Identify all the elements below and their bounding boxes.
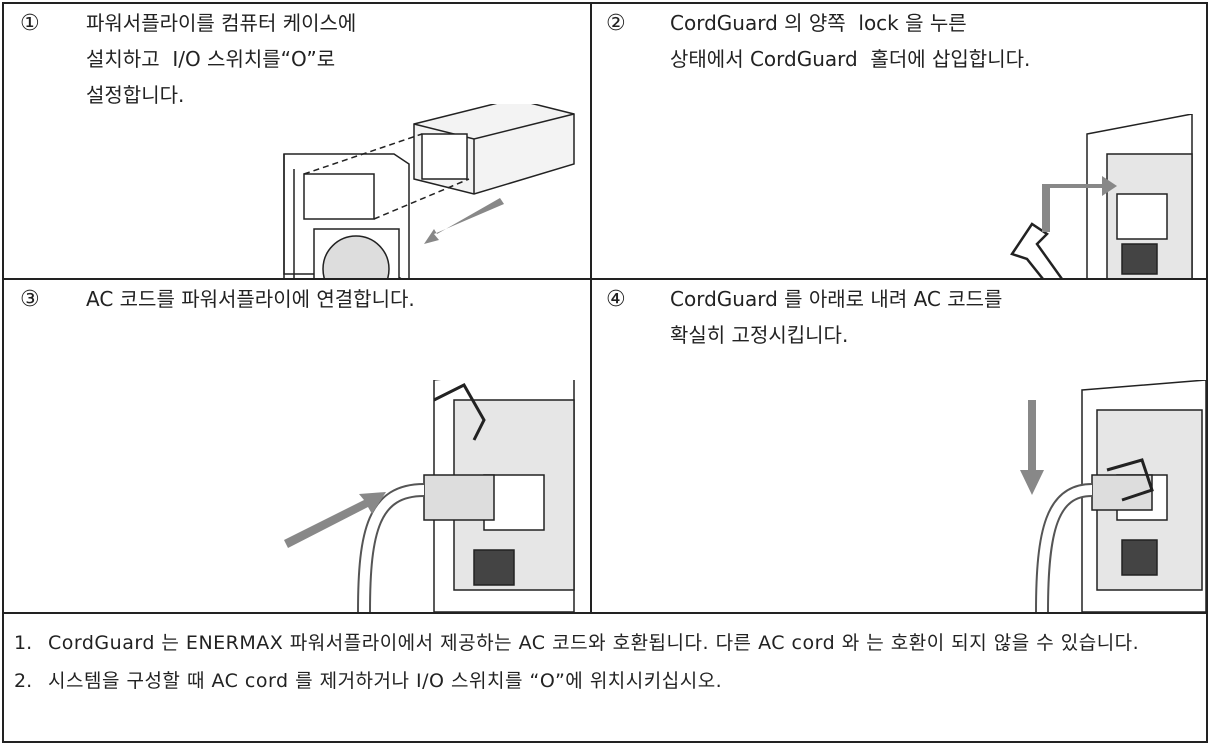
step-2-line-1: CordGuard 의 양쪽 lock 을 누른 bbox=[670, 11, 967, 35]
step-2-marker: ② bbox=[606, 11, 626, 36]
step-2-cell: ② CordGuard 의 양쪽 lock 을 누른 상태에서 CordGuar… bbox=[592, 4, 1206, 278]
column-divider-mid bbox=[590, 278, 592, 614]
cordguard-insert-illustration bbox=[1010, 114, 1193, 278]
notes-section: 1. CordGuard 는 ENERMAX 파워서플라이에서 제공하는 AC … bbox=[14, 624, 1198, 700]
step-4-marker: ④ bbox=[606, 287, 626, 312]
note-1: 1. CordGuard 는 ENERMAX 파워서플라이에서 제공하는 AC … bbox=[14, 624, 1198, 662]
step-1-line-2: 설치하고 I/O 스위치를“O”로 bbox=[86, 47, 336, 71]
ac-cord-connect-illustration bbox=[284, 380, 575, 612]
step-3-marker: ③ bbox=[20, 287, 40, 312]
step-2-line-2: 상태에서 CordGuard 홀더에 삽입합니다. bbox=[670, 47, 1031, 71]
step-1-marker: ① bbox=[20, 11, 40, 36]
step-4-line-2: 확실히 고정시킵니다. bbox=[670, 323, 849, 347]
step-3-line-1: AC 코드를 파워서플라이에 연결합니다. bbox=[86, 287, 415, 311]
column-divider-top bbox=[590, 2, 592, 278]
step-1-line-3: 설정합니다. bbox=[86, 83, 185, 107]
step-4-line-1: CordGuard 를 아래로 내려 AC 코드를 bbox=[670, 287, 1003, 311]
note-2: 2. 시스템을 구성할 때 AC cord 를 제거하거나 I/O 스위치를 “… bbox=[14, 662, 1198, 700]
note-1-text: CordGuard 는 ENERMAX 파워서플라이에서 제공하는 AC 코드와… bbox=[48, 632, 1140, 654]
note-2-number: 2. bbox=[14, 670, 33, 692]
step-3-cell: ③ AC 코드를 파워서플라이에 연결합니다. bbox=[4, 280, 590, 612]
row-divider-2 bbox=[2, 612, 1208, 614]
step-1-line-1: 파워서플라이를 컴퓨터 케이스에 bbox=[86, 11, 357, 35]
step-4-cell: ④ CordGuard 를 아래로 내려 AC 코드를 확실히 고정시킵니다. bbox=[592, 280, 1206, 612]
psu-install-illustration bbox=[283, 104, 575, 278]
step-1-cell: ① 파워서플라이를 컴퓨터 케이스에 설치하고 I/O 스위치를“O”로 설정합… bbox=[4, 4, 590, 278]
row-divider-1 bbox=[2, 278, 1208, 280]
note-1-number: 1. bbox=[14, 632, 33, 654]
cordguard-lock-illustration bbox=[1020, 380, 1206, 612]
note-2-text: 시스템을 구성할 때 AC cord 를 제거하거나 I/O 스위치를 “O”에… bbox=[48, 670, 723, 692]
